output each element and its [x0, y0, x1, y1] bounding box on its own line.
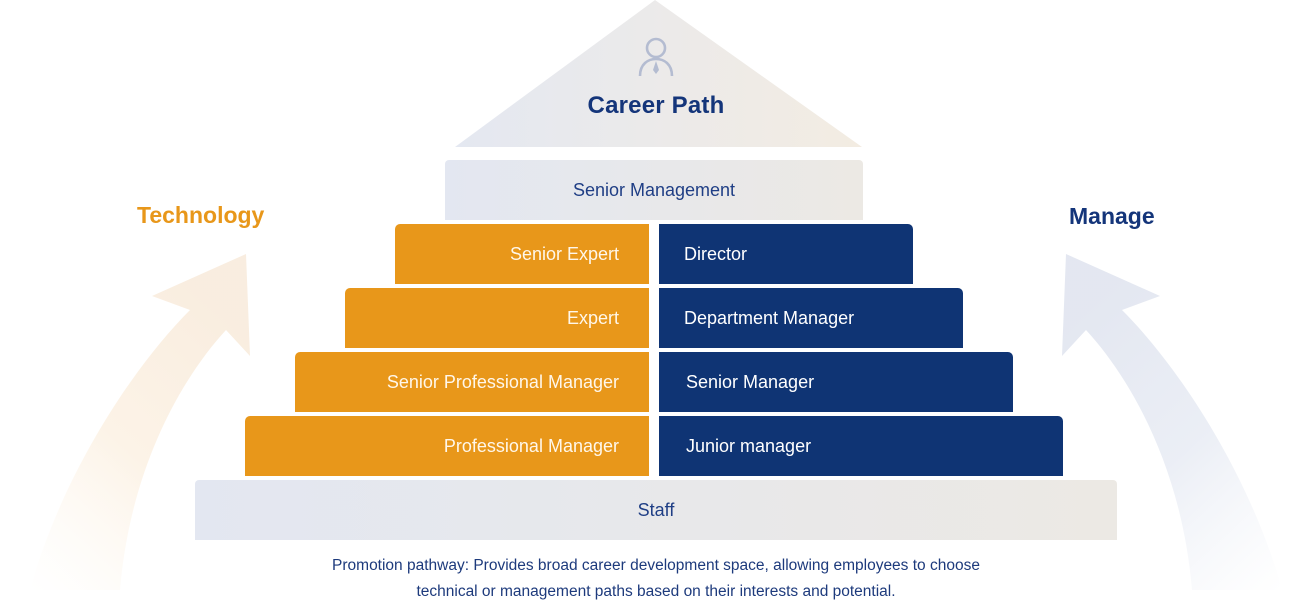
tier-department-manager: Department Manager — [659, 288, 963, 348]
tier-senior-professional-manager: Senior Professional Manager — [295, 352, 649, 412]
tier-label: Department Manager — [684, 307, 855, 328]
tier-staff: Staff — [195, 480, 1117, 540]
tier-label: Senior Management — [572, 179, 736, 200]
tier-label: Junior manager — [686, 435, 812, 456]
tier-label: Professional Manager — [443, 435, 619, 456]
tier-senior-manager: Senior Manager — [659, 352, 1013, 412]
tier-label: Senior Manager — [686, 371, 815, 392]
tier-professional-manager: Professional Manager — [245, 416, 649, 476]
roof-triangle — [455, 0, 862, 147]
promotion-footnote: Promotion pathway: Provides broad career… — [256, 553, 1056, 605]
technology-label: Technology — [137, 202, 265, 228]
tier-expert: Expert — [345, 288, 649, 348]
tier-label: Director — [684, 243, 748, 264]
tier-label: Staff — [637, 499, 675, 520]
career-path-title: Career Path — [587, 92, 725, 119]
tier-junior-manager: Junior manager — [659, 416, 1063, 476]
person-icon — [638, 37, 674, 77]
manage-label: Manage — [1069, 203, 1155, 229]
tier-label: Senior Expert — [509, 243, 619, 264]
tier-senior-management: Senior Management — [445, 160, 863, 220]
tier-label: Expert — [566, 307, 619, 328]
footnote-line-1: Promotion pathway: Provides broad career… — [332, 557, 980, 574]
tier-label: Senior Professional Manager — [386, 371, 619, 392]
tier-senior-expert: Senior Expert — [395, 224, 649, 284]
tier-director: Director — [659, 224, 913, 284]
footnote-line-2: technical or management paths based on t… — [416, 583, 896, 600]
